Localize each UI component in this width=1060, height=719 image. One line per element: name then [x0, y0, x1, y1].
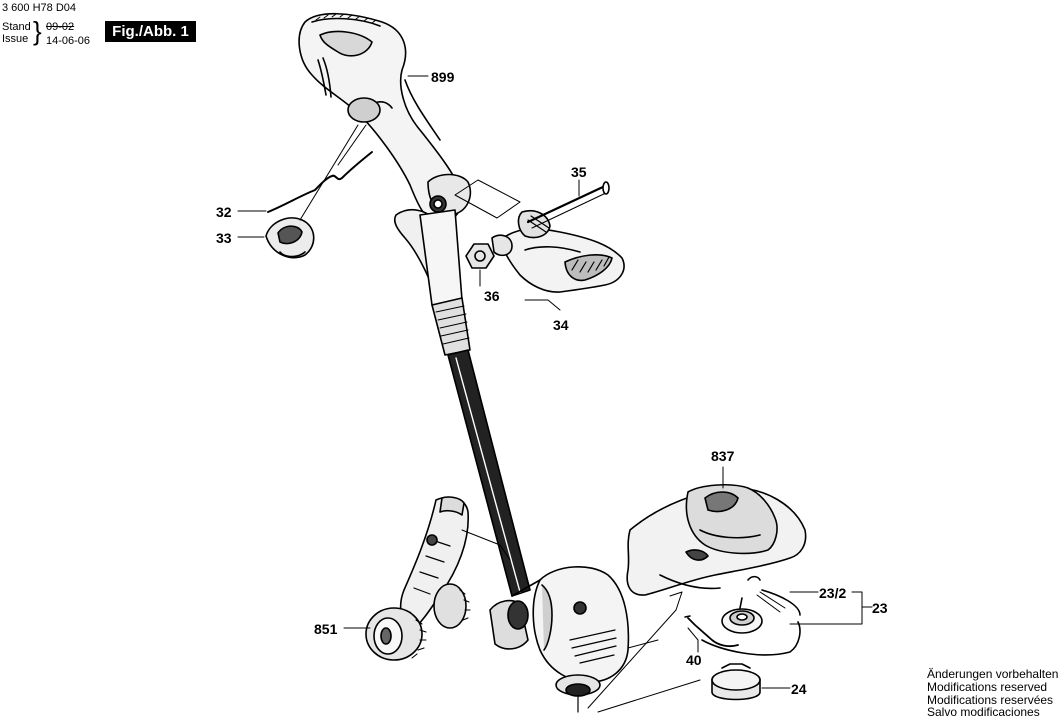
note-line-2: Modifications reserved	[927, 680, 1048, 694]
lever-cap-33	[265, 217, 315, 259]
guard-837	[626, 483, 807, 596]
callout-35: 35	[571, 164, 587, 180]
note-line-4: Salvo modificaciones	[927, 705, 1040, 719]
upper-tube	[393, 209, 531, 597]
callout-23-2: 23/2	[819, 585, 847, 601]
upper-handle-899	[298, 12, 472, 223]
note-line-1: Änderungen vorbehalten	[927, 667, 1059, 681]
spring-clip-32	[267, 151, 373, 213]
issue-label: Issue	[2, 33, 29, 45]
date-new: 14-06-06	[46, 35, 91, 47]
stand-label: Stand	[2, 21, 31, 33]
line-spring-40	[684, 615, 739, 648]
callout-23: 23	[872, 600, 888, 616]
spool-cover-24	[711, 663, 761, 701]
callout-34: 34	[553, 317, 569, 333]
auxiliary-handle-34	[454, 179, 625, 293]
spool-23	[701, 589, 801, 656]
motor-housing	[489, 565, 630, 713]
callout-36: 36	[484, 288, 500, 304]
note-line-3: Modifications reservées	[927, 693, 1054, 707]
callout-851: 851	[314, 621, 338, 637]
leader-lines	[237, 75, 873, 713]
callout-40: 40	[686, 652, 702, 668]
callout-899: 899	[431, 69, 455, 85]
figure-label: Fig./Abb. 1	[105, 21, 196, 42]
callout-837: 837	[711, 448, 735, 464]
edge-guide-851	[365, 496, 471, 661]
callout-24: 24	[791, 681, 807, 697]
header-brace: }	[33, 16, 42, 46]
callout-33: 33	[216, 230, 232, 246]
callout-32: 32	[216, 204, 232, 220]
part-number: 3 600 H78 D04	[2, 2, 76, 14]
date-old: 09-02	[46, 21, 75, 33]
